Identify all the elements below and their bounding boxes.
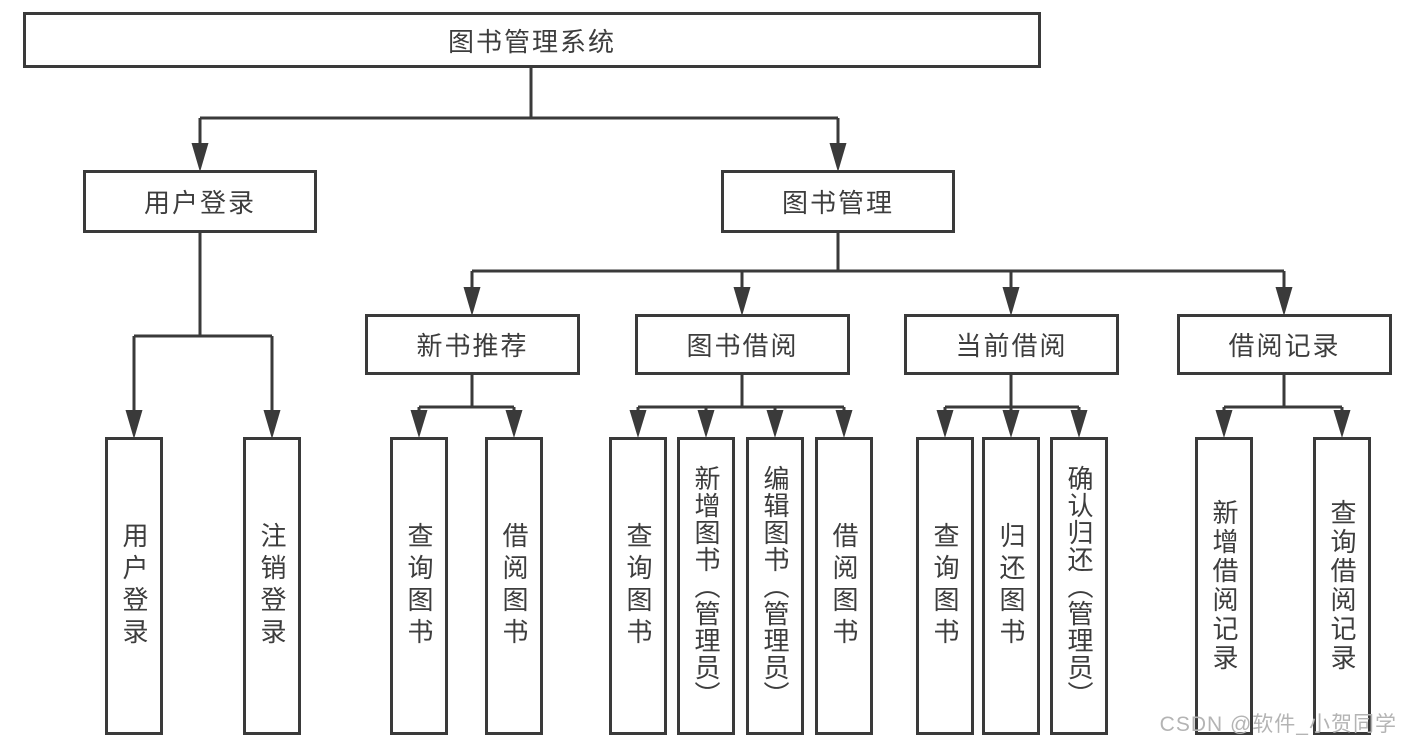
leaf-logout: 注销登录 <box>243 437 301 735</box>
connector-user-login-to-leaves <box>125 233 281 439</box>
node-root: 图书管理系统 <box>23 12 1041 68</box>
node-borrow-records: 借阅记录 <box>1177 314 1392 375</box>
leaf-borrow-add-books-admin-label: 新增图书（管理员） <box>691 464 721 708</box>
leaf-newbooks-borrow-books: 借阅图书 <box>485 437 543 735</box>
leaf-records-query-record-label: 查询借阅记录 <box>1327 499 1357 673</box>
node-book-management-label: 图书管理 <box>781 188 894 218</box>
leaf-current-return-books-label: 归还图书 <box>996 522 1026 650</box>
leaf-current-query-books: 查询图书 <box>916 437 974 735</box>
node-user-login: 用户登录 <box>83 170 317 233</box>
connector-book-borrow-to-leaves <box>629 375 853 438</box>
leaf-records-query-record: 查询借阅记录 <box>1313 437 1371 735</box>
leaf-newbooks-query-books-label: 查询图书 <box>404 522 434 650</box>
node-new-book-recommend: 新书推荐 <box>365 314 580 375</box>
leaf-current-return-books: 归还图书 <box>982 437 1040 735</box>
leaf-borrow-query-books: 查询图书 <box>609 437 667 735</box>
node-user-login-label: 用户登录 <box>143 188 256 218</box>
leaf-current-query-books-label: 查询图书 <box>930 522 960 650</box>
leaf-borrow-edit-books-admin-label: 编辑图书（管理员） <box>760 464 790 708</box>
node-current-borrow: 当前借阅 <box>904 314 1119 375</box>
leaf-borrow-borrow-books: 借阅图书 <box>815 437 873 735</box>
leaf-borrow-edit-books-admin: 编辑图书（管理员） <box>746 437 804 735</box>
leaf-current-confirm-return-admin-label: 确认归还（管理员） <box>1064 464 1094 708</box>
leaf-user-login: 用户登录 <box>105 437 163 735</box>
connector-book-mgmt-to-level3 <box>463 233 1293 316</box>
leaf-records-add-record-label: 新增借阅记录 <box>1209 499 1239 673</box>
node-book-management: 图书管理 <box>721 170 955 233</box>
leaf-newbooks-query-books: 查询图书 <box>390 437 448 735</box>
node-borrow-records-label: 借阅记录 <box>1228 331 1341 361</box>
node-root-label: 图书管理系统 <box>447 26 616 57</box>
node-book-borrow: 图书借阅 <box>635 314 850 375</box>
node-book-borrow-label: 图书借阅 <box>686 331 799 361</box>
connector-root-to-level2 <box>191 68 847 172</box>
connector-new-books-to-leaves <box>410 375 523 438</box>
leaf-records-add-record: 新增借阅记录 <box>1195 437 1253 735</box>
node-current-borrow-label: 当前借阅 <box>955 331 1068 361</box>
leaf-borrow-borrow-books-label: 借阅图书 <box>829 522 859 650</box>
leaf-newbooks-borrow-books-label: 借阅图书 <box>499 522 529 650</box>
leaf-user-login-label: 用户登录 <box>119 522 149 650</box>
csdn-watermark: CSDN @软件_小贺同学 <box>1159 713 1397 736</box>
leaf-borrow-add-books-admin: 新增图书（管理员） <box>677 437 735 735</box>
leaf-current-confirm-return-admin: 确认归还（管理员） <box>1050 437 1108 735</box>
node-new-book-recommend-label: 新书推荐 <box>416 331 529 361</box>
leaf-borrow-query-books-label: 查询图书 <box>623 522 653 650</box>
leaf-logout-label: 注销登录 <box>257 522 287 650</box>
connector-borrow-records-to-leaves <box>1215 375 1351 438</box>
connector-current-borrow-to-leaves <box>936 375 1088 438</box>
